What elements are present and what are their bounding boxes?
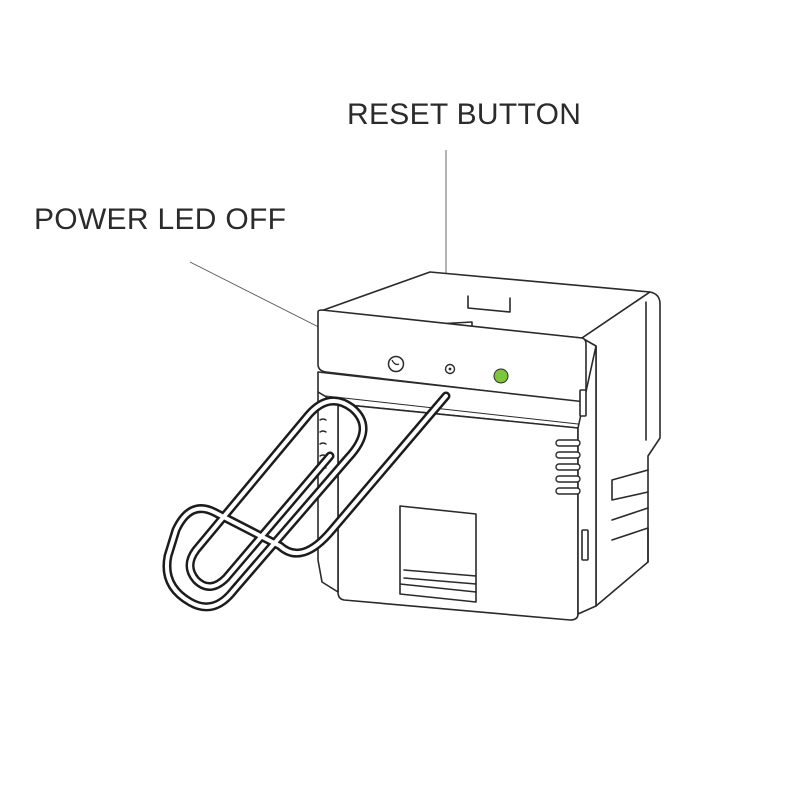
printer-side-step-lower [611, 507, 649, 563]
green-led-icon [493, 368, 509, 384]
power-led-icon [387, 355, 405, 373]
power-led-off-label: POWER LED OFF [34, 203, 287, 236]
right-latch-bottom [581, 529, 589, 561]
top-tab [467, 295, 511, 313]
paper-exit-slot [403, 569, 477, 585]
paper-exit-lip [399, 583, 477, 603]
paperclip-icon [162, 391, 451, 612]
printer-side-step [611, 469, 649, 501]
bezel-highlight [325, 395, 579, 425]
reset-hole-icon [444, 363, 456, 375]
printer-right-side [581, 291, 661, 607]
printer-body [317, 271, 661, 621]
reset-button-label: RESET BUTTON [347, 98, 582, 131]
right-vents [555, 439, 581, 495]
right-latch-top [579, 389, 587, 417]
